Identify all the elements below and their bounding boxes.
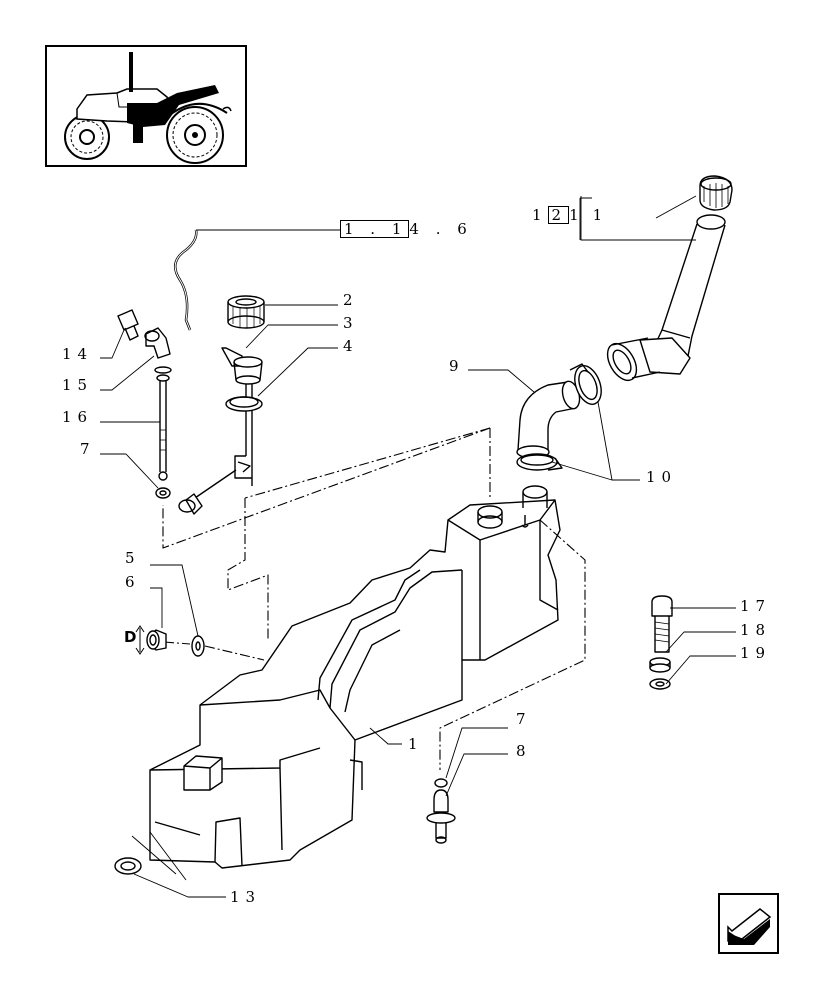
drain-plug[interactable] <box>146 629 167 651</box>
reference-box: 1 . 1 <box>340 220 410 238</box>
filler-cap[interactable] <box>699 175 733 211</box>
group-b: 2 <box>547 206 570 224</box>
tractor-thumbnail[interactable] <box>45 45 247 167</box>
group-d: 1 <box>592 206 609 224</box>
o-ring[interactable] <box>114 857 142 875</box>
callout-19[interactable]: 19 <box>740 644 772 662</box>
elbow-hose[interactable] <box>516 379 582 459</box>
reference-suffix: 4 . 6 <box>409 220 473 238</box>
callout-15[interactable]: 15 <box>62 376 94 394</box>
bolt[interactable] <box>651 595 673 653</box>
filler-tube[interactable] <box>602 214 726 385</box>
level-sender[interactable] <box>178 347 263 515</box>
detail-marker: D <box>124 625 145 655</box>
drain-valve[interactable] <box>426 789 456 844</box>
group-a: 1 <box>532 206 548 224</box>
fitting[interactable] <box>117 309 139 341</box>
callout-6[interactable]: 6 <box>125 573 141 591</box>
callout-4[interactable]: 4 <box>343 337 359 355</box>
callout-7-lower[interactable]: 7 <box>516 710 532 728</box>
elbow-fitting[interactable] <box>144 327 171 359</box>
flat-washer[interactable] <box>649 678 671 690</box>
callout-1[interactable]: 1 <box>408 735 424 753</box>
callout-14[interactable]: 14 <box>62 345 94 363</box>
callout-3[interactable]: 3 <box>343 314 359 332</box>
callout-16[interactable]: 16 <box>62 408 94 426</box>
washer[interactable] <box>191 635 205 657</box>
callout-2[interactable]: 2 <box>343 291 359 309</box>
callout-10[interactable]: 10 <box>646 468 678 486</box>
callout-18[interactable]: 18 <box>740 621 772 639</box>
previous-page-arrow-icon <box>727 908 772 945</box>
previous-page-button[interactable] <box>718 893 779 954</box>
callout-5[interactable]: 5 <box>125 549 141 567</box>
group-c: 1 <box>569 206 585 224</box>
drain-washer[interactable] <box>434 778 448 788</box>
callout-13[interactable]: 13 <box>230 888 262 906</box>
suction-pipe[interactable] <box>154 366 172 481</box>
callout-8[interactable]: 8 <box>516 742 532 760</box>
callout-17[interactable]: 17 <box>740 597 772 615</box>
callout-9[interactable]: 9 <box>449 357 465 375</box>
hose-clamps[interactable] <box>516 362 606 471</box>
detail-letter: D <box>124 628 136 646</box>
callout-7-upper[interactable]: 7 <box>80 440 96 458</box>
fuel-tank[interactable] <box>149 485 561 869</box>
tractor-icon <box>64 52 232 164</box>
sender-cap[interactable] <box>227 295 265 329</box>
spacer[interactable] <box>649 657 671 673</box>
